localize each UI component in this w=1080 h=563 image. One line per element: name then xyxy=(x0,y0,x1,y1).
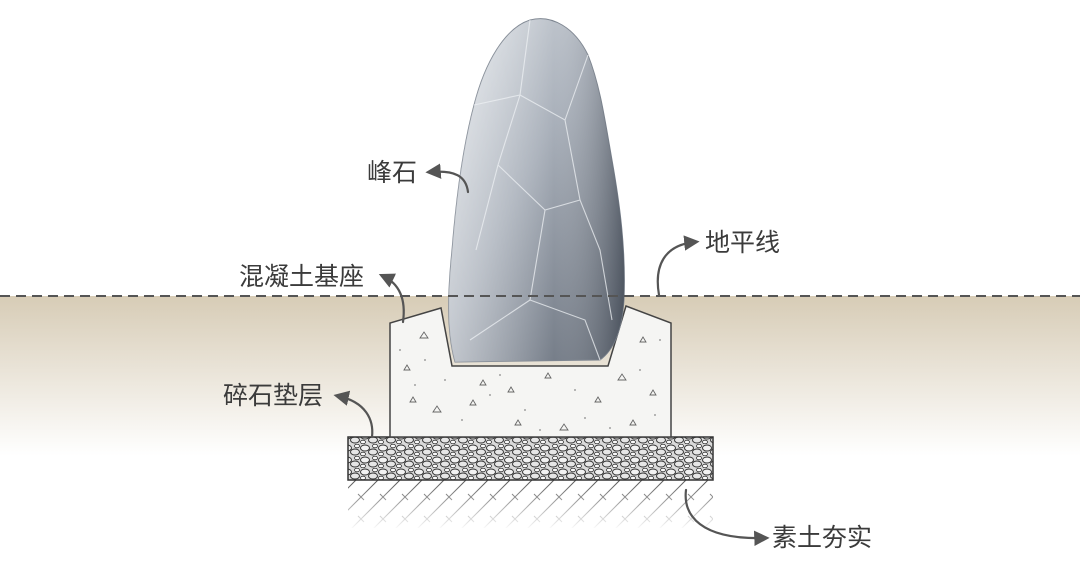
concrete-base xyxy=(389,305,672,438)
rammed-soil-arrow xyxy=(684,488,770,547)
concrete-base-arrow xyxy=(378,273,405,324)
concrete-speckle xyxy=(399,339,661,431)
gravel-layer xyxy=(347,436,714,481)
leader-arrows xyxy=(333,163,770,547)
rock-label: 峰石 xyxy=(367,158,418,187)
concrete-base-label: 混凝土基座 xyxy=(239,262,365,291)
rock xyxy=(448,18,625,363)
rammed-soil-label: 素土夯实 xyxy=(772,523,873,552)
horizon-arrow xyxy=(656,235,700,297)
concrete-aggregate xyxy=(403,331,657,431)
gravel-layer-arrow xyxy=(333,390,374,439)
gravel-layer-label: 碎石垫层 xyxy=(223,381,324,410)
rock-arrow xyxy=(425,163,470,194)
rammed-soil-hatch xyxy=(348,480,713,528)
horizon-label: 地平线 xyxy=(705,228,781,257)
